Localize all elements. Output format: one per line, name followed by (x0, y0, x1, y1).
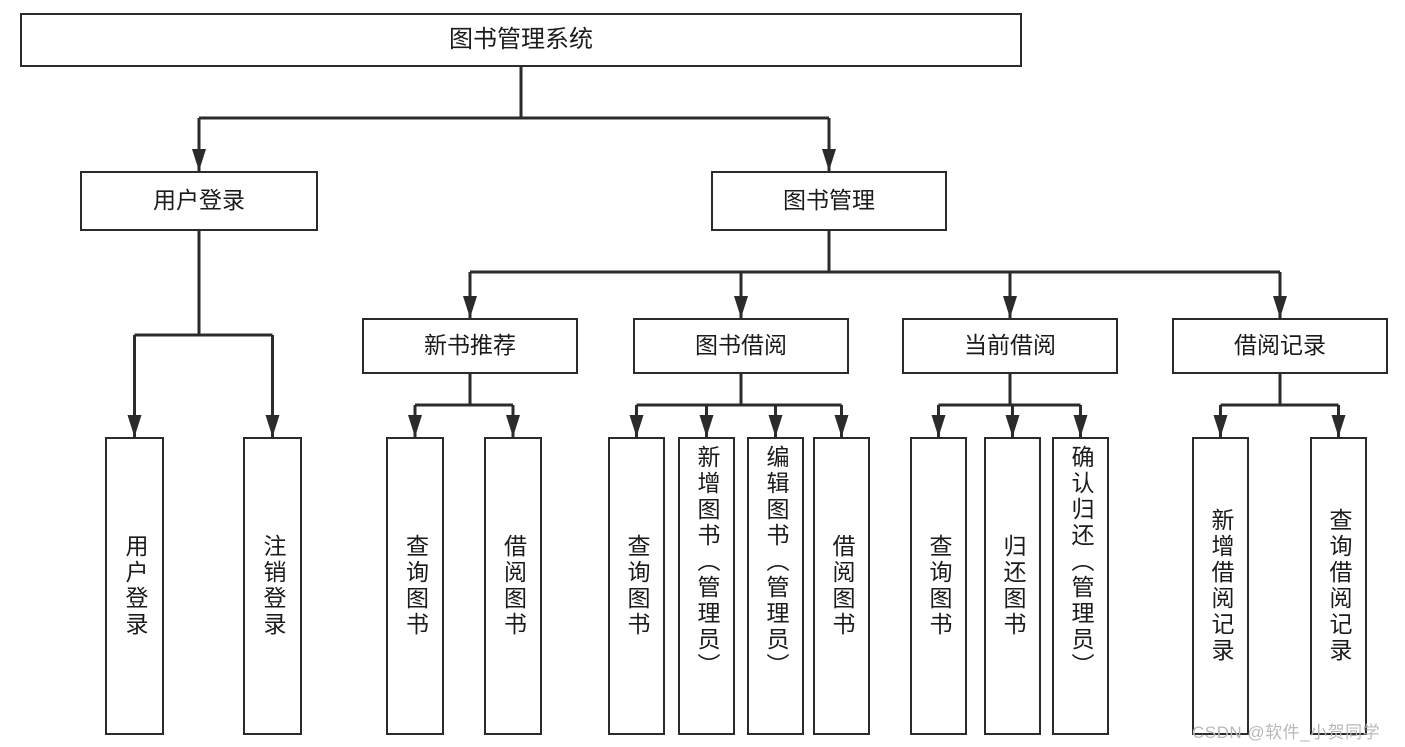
c-borrow-record-arrow-leaf-add-borrow-record (1213, 415, 1228, 437)
c-book-manage-arrow-book-borrow (734, 296, 748, 318)
node-label-root: 图书管理系统 (449, 25, 593, 53)
node-leaf-add-book-admin[interactable]: 新增图书（管理员） (678, 437, 735, 735)
node-leaf-confirm-return-admin[interactable]: 确认归还（管理员） (1052, 437, 1109, 735)
node-book-borrow[interactable]: 图书借阅 (633, 318, 849, 374)
node-label-leaf-return-book: 归还图书 (1000, 534, 1026, 638)
node-label-user-login: 用户登录 (153, 187, 245, 214)
node-leaf-user-logout[interactable]: 注销登录 (243, 437, 302, 735)
node-label-new-book-recommend: 新书推荐 (424, 332, 516, 359)
node-label-leaf-query-book-recommend: 查询图书 (402, 534, 429, 638)
c-current-borrow-arrow-leaf-query-book-current (931, 415, 946, 437)
node-leaf-query-borrow-record[interactable]: 查询借阅记录 (1310, 437, 1367, 735)
c-user-login-arrow-leaf-user-login (127, 415, 142, 437)
node-label-leaf-borrow-book-recommend: 借阅图书 (500, 534, 527, 638)
node-leaf-query-book-recommend[interactable]: 查询图书 (386, 437, 444, 735)
c-book-manage-arrow-borrow-record (1273, 296, 1287, 318)
node-leaf-return-book[interactable]: 归还图书 (984, 437, 1041, 735)
c-current-borrow-arrow-leaf-confirm-return-admin (1073, 415, 1088, 437)
node-leaf-borrow-book-recommend[interactable]: 借阅图书 (484, 437, 542, 735)
node-leaf-borrow-book[interactable]: 借阅图书 (813, 437, 870, 735)
c-book-borrow-arrow-leaf-query-book-borrow (629, 415, 644, 437)
c-book-borrow-arrow-leaf-borrow-book (834, 415, 849, 437)
c-current-borrow-arrow-leaf-return-book (1005, 415, 1020, 437)
watermark-text: CSDN @软件_小贺同学 (1192, 723, 1381, 742)
node-new-book-recommend[interactable]: 新书推荐 (362, 318, 578, 374)
node-book-manage[interactable]: 图书管理 (711, 171, 947, 231)
c-borrow-record-arrow-leaf-query-borrow-record (1331, 415, 1346, 437)
node-label-leaf-user-login: 用户登录 (122, 534, 148, 638)
c-book-manage-arrow-new-book-recommend (463, 296, 477, 318)
node-label-leaf-query-borrow-record: 查询借阅记录 (1326, 508, 1352, 664)
node-label-leaf-edit-book-admin: 编辑图书（管理员） (763, 445, 789, 679)
node-leaf-edit-book-admin[interactable]: 编辑图书（管理员） (747, 437, 804, 735)
node-borrow-record[interactable]: 借阅记录 (1172, 318, 1388, 374)
node-leaf-add-borrow-record[interactable]: 新增借阅记录 (1192, 437, 1249, 735)
node-label-leaf-query-book-current: 查询图书 (926, 534, 952, 638)
node-current-borrow[interactable]: 当前借阅 (902, 318, 1118, 374)
c-user-login-arrow-leaf-user-logout (265, 415, 280, 437)
c-root-arrow-user-login (192, 149, 206, 171)
node-label-current-borrow: 当前借阅 (964, 332, 1056, 359)
node-root[interactable]: 图书管理系统 (20, 13, 1022, 67)
node-label-leaf-user-logout: 注销登录 (260, 534, 286, 638)
node-label-leaf-add-book-admin: 新增图书（管理员） (694, 445, 720, 679)
node-label-leaf-borrow-book: 借阅图书 (829, 534, 855, 638)
node-label-leaf-confirm-return-admin: 确认归还（管理员） (1068, 445, 1094, 679)
node-label-book-borrow: 图书借阅 (695, 332, 787, 359)
node-user-login[interactable]: 用户登录 (80, 171, 318, 231)
node-leaf-query-book-current[interactable]: 查询图书 (910, 437, 967, 735)
c-book-borrow-arrow-leaf-add-book-admin (699, 415, 714, 437)
node-label-borrow-record: 借阅记录 (1234, 332, 1326, 359)
c-new-book-recommend-arrow-leaf-borrow-book-recommend (506, 415, 520, 437)
c-root-arrow-book-manage (822, 149, 836, 171)
node-label-leaf-query-book-borrow: 查询图书 (624, 534, 650, 638)
node-label-book-manage: 图书管理 (783, 187, 875, 214)
c-book-borrow-arrow-leaf-edit-book-admin (768, 415, 783, 437)
node-leaf-query-book-borrow[interactable]: 查询图书 (608, 437, 665, 735)
c-new-book-recommend-arrow-leaf-query-book-recommend (408, 415, 422, 437)
node-leaf-user-login[interactable]: 用户登录 (105, 437, 164, 735)
c-book-manage-arrow-current-borrow (1003, 296, 1017, 318)
node-label-leaf-add-borrow-record: 新增借阅记录 (1208, 508, 1234, 664)
